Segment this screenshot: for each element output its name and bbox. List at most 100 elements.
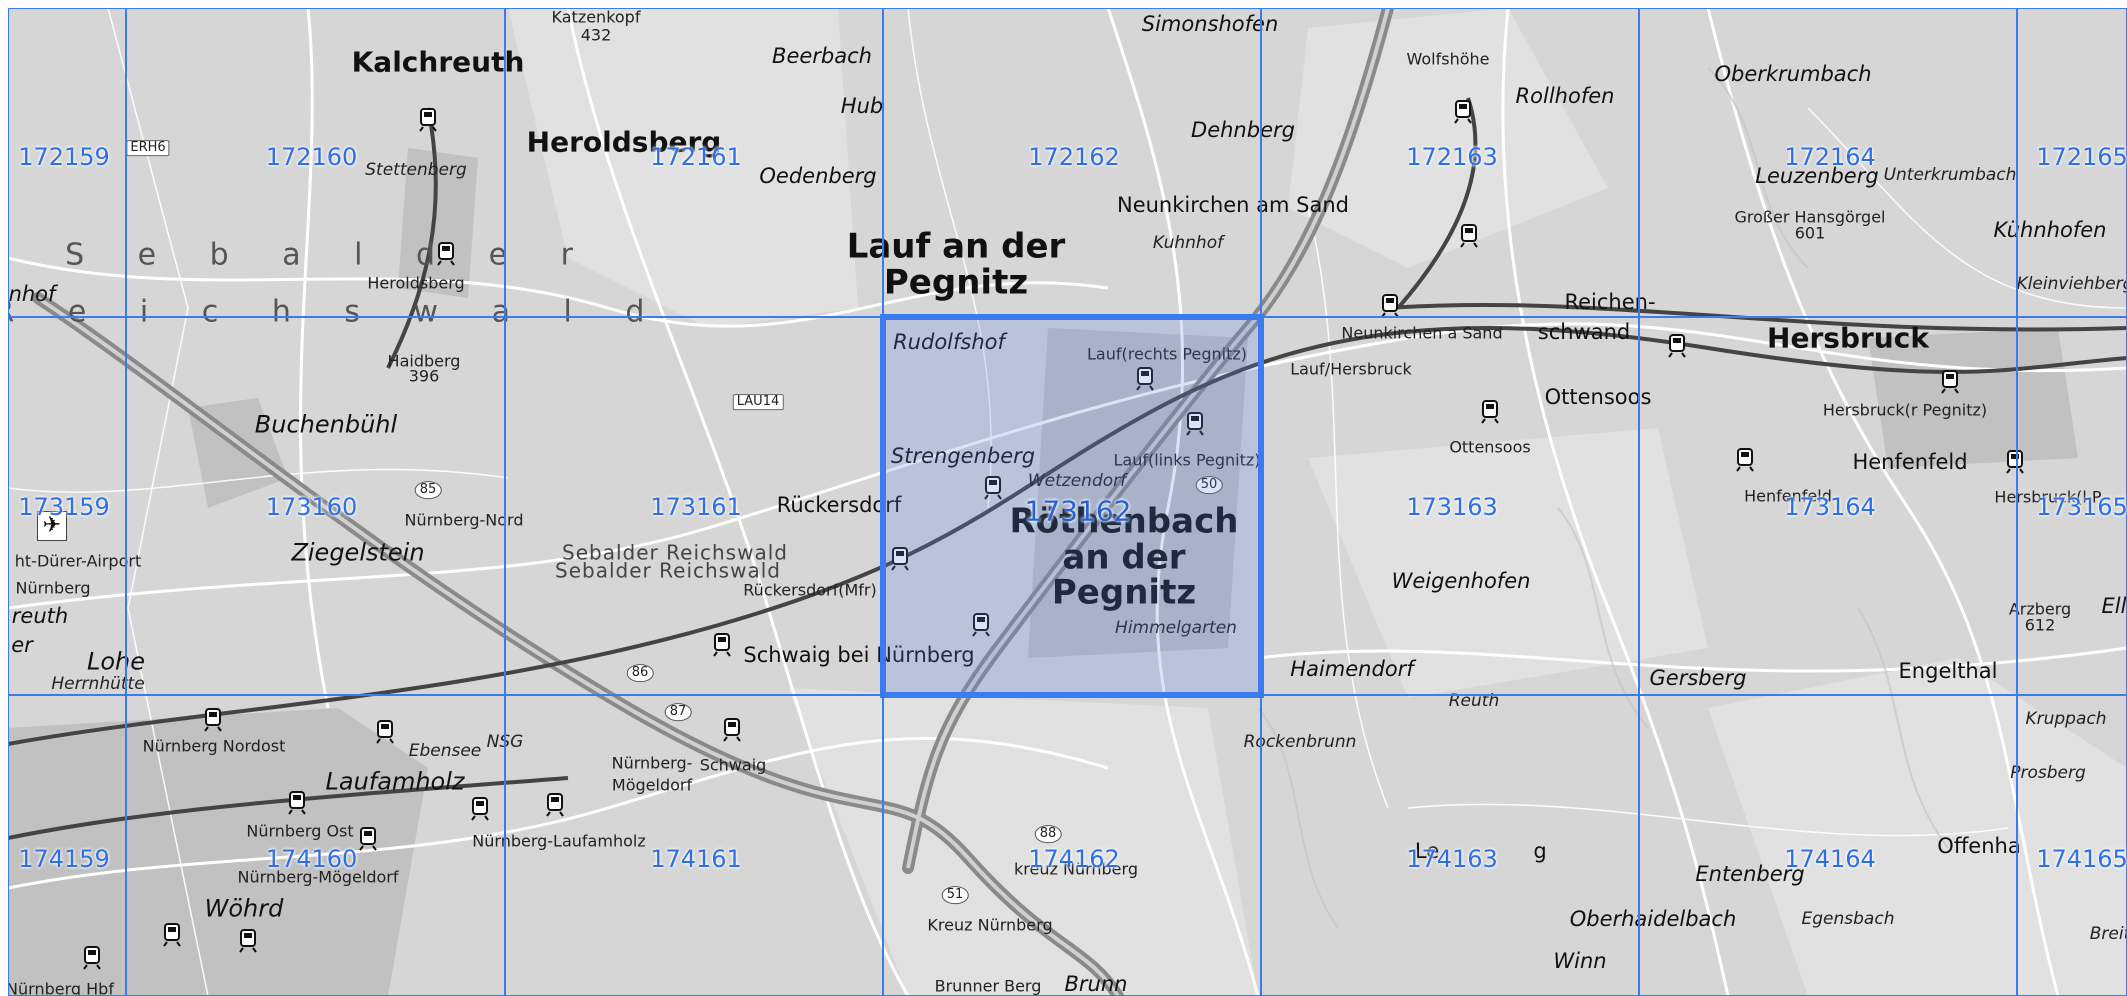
map-tile-173160[interactable]: 173160 [125, 316, 506, 696]
place-label: Dehnberg [1191, 117, 1295, 142]
place-label: Sebalder Reichswald [562, 540, 788, 565]
place-label: Hersbruck(r Pegnitz) [1822, 400, 1988, 420]
place-label: Weigenhofen [1391, 568, 1531, 593]
train-station-icon [1481, 400, 1499, 424]
map-tile-174159[interactable]: 174159 [8, 694, 127, 996]
map-tile-173165[interactable]: 173165 [2016, 316, 2127, 696]
tile-label: 172159 [18, 143, 110, 171]
train-station-icon [1381, 294, 1399, 318]
place-label: Lohe [86, 647, 146, 676]
place-label: 612 [2024, 615, 2056, 635]
map-tile-174161[interactable]: 174161 [504, 694, 884, 996]
place-label: 432 [580, 25, 612, 45]
place-label: Nürnberg-Nord [404, 510, 524, 530]
place-label: Heroldsberg [367, 273, 465, 293]
place-label: Winn [1553, 948, 1607, 973]
map-tile-173164[interactable]: 173164 [1638, 316, 2018, 696]
place-label: Leuzenberg [1755, 163, 1879, 188]
place-label: Heroldsberg [526, 125, 722, 159]
place-label: Ottensoos [1544, 384, 1652, 409]
map-tile-173162[interactable]: 173162 [880, 314, 1264, 698]
place-label: Schwaig bei Nürnberg [743, 642, 975, 667]
map-tile-174162[interactable]: 174162 [882, 694, 1262, 996]
place-label: ht-Dürer-Airport [14, 551, 142, 571]
place-label: Rudolfshof [893, 329, 1005, 354]
train-station-icon [437, 242, 455, 266]
map-tile-172162[interactable]: 172162 [882, 8, 1262, 318]
map-tile-172164[interactable]: 172164 [1638, 8, 2018, 318]
place-label: Himmelgarten [1115, 618, 1237, 639]
train-station-icon [359, 827, 377, 851]
tile-label: 173159 [18, 493, 110, 521]
map-tile-172160[interactable]: 172160 [125, 8, 506, 318]
place-label: LAU14 [732, 394, 784, 410]
place-label: 601 [1794, 223, 1826, 243]
place-label: Ottensoos [1449, 437, 1531, 457]
place-label: Ell [2101, 593, 2127, 618]
place-label: Hub [840, 93, 884, 118]
map-tile-172159[interactable]: 172159 [8, 8, 127, 318]
map-tile-173161[interactable]: 173161 [504, 316, 884, 696]
map-tile-172163[interactable]: 172163 [1260, 8, 1640, 318]
place-label: er [11, 632, 33, 657]
map-tile-172161[interactable]: 172161 [504, 8, 884, 318]
place-label: reuth [11, 603, 69, 628]
place-label: Stettenberg [365, 160, 467, 181]
place-label: Rückersdorf(Mfr) [743, 580, 877, 600]
place-label: Sebalder Reichswald [555, 558, 781, 583]
train-station-icon [419, 108, 437, 132]
place-label: Hersbruck [1767, 321, 1929, 355]
train-station-icon [1736, 448, 1754, 472]
tile-label: 174161 [650, 845, 742, 873]
place-label: Reichen- [1564, 289, 1656, 314]
train-station-icon [2006, 450, 2024, 474]
place-label: Ebensee [408, 741, 482, 762]
place-label: Beerbach [772, 43, 872, 68]
train-station-icon [984, 476, 1002, 500]
place-label: Nürnberg Hbf [8, 979, 114, 996]
place-label: Katzenkopf [551, 8, 641, 27]
place-label: Oberkrumbach [1714, 61, 1872, 86]
map-tile-174164[interactable]: 174164 [1638, 694, 2018, 996]
place-label: 396 [408, 366, 440, 386]
place-label: Hersbruck(l P [1994, 487, 2102, 507]
place-label: g [1533, 838, 1547, 863]
place-label: Rückersdorf [776, 492, 902, 517]
place-label: Henfenfeld [1852, 449, 1968, 474]
place-label: Brunn [1064, 971, 1128, 996]
map-tile-172165[interactable]: 172165 [2016, 8, 2127, 318]
place-label: 50 [1195, 476, 1223, 494]
place-label: Haimendorf [1290, 656, 1414, 681]
train-station-icon [83, 946, 101, 970]
tile-label: 174164 [1784, 845, 1876, 873]
place-label: Nürnberg-Laufamholz [472, 831, 646, 851]
place-label: Röthenbach an der Pegnitz [1009, 501, 1239, 613]
place-label: Nürnberg [15, 578, 91, 598]
train-station-icon [204, 708, 222, 732]
place-label: Kalchreuth [351, 45, 525, 79]
tile-label: 174159 [18, 845, 110, 873]
tile-label: 172161 [650, 143, 742, 171]
train-station-icon [163, 923, 181, 947]
map-tile-174160[interactable]: 174160 [125, 694, 506, 996]
map-tile-173163[interactable]: 173163 [1260, 316, 1640, 696]
map-tile-174163[interactable]: 174163 [1260, 694, 1640, 996]
place-label: Rollhofen [1515, 83, 1615, 108]
train-station-icon [1941, 370, 1959, 394]
tile-label: 173165 [2036, 493, 2127, 521]
map-tile-174165[interactable]: 174165 [2016, 694, 2127, 996]
place-label: Brunner Berg [934, 976, 1042, 996]
map-tile-173159[interactable]: 173159 [8, 316, 127, 696]
place-label: Oedenberg [759, 163, 877, 188]
place-label: Entenberg [1695, 861, 1805, 886]
train-station-icon [1136, 367, 1154, 391]
place-label: Simonshofen [1141, 11, 1279, 36]
place-label: Rockenbrunn [1243, 732, 1357, 753]
place-label: Engelthal [1898, 658, 1998, 683]
train-station-icon [239, 929, 257, 953]
airport-icon: ✈ [37, 511, 67, 541]
place-label: Nürnberg Nordost [142, 736, 286, 756]
place-label: Großer Hansgörgel [1734, 207, 1886, 227]
place-label: Kruppach [2025, 709, 2107, 730]
